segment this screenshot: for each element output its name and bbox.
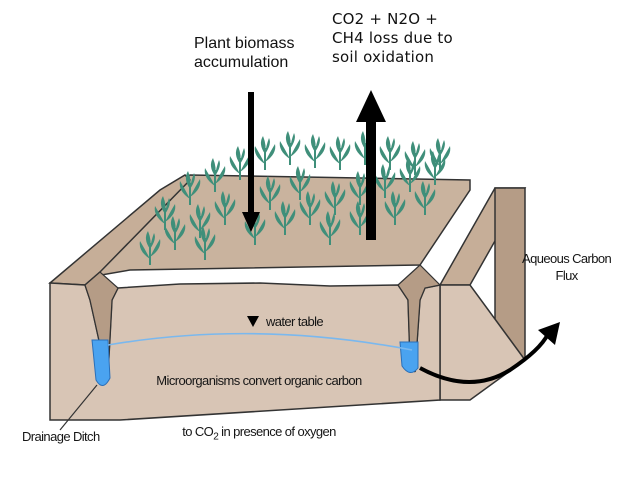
aqueous-flux-arrowhead-icon <box>538 322 560 345</box>
water-table-line <box>107 332 413 351</box>
plant-biomass-label: Plant biomass accumulation <box>194 35 295 71</box>
plant-icon <box>289 166 311 200</box>
plant-icon <box>384 191 406 225</box>
plant-icon <box>399 158 421 192</box>
microorganisms-line-2-suffix: in presence of oxygen <box>218 424 336 439</box>
biomass-arrowhead-icon <box>242 212 260 232</box>
plant-icon <box>374 164 396 198</box>
microorganisms-line-2: to CO2 in presence of oxygen <box>124 406 394 446</box>
plant-icon <box>424 151 446 185</box>
microorganisms-line-1: Microorganisms convert organic carbon <box>156 373 362 388</box>
plant-icon <box>179 171 201 205</box>
plant-icon <box>299 191 321 225</box>
plant-icon <box>404 141 426 175</box>
plant-icon <box>164 216 186 250</box>
right-ditch-water <box>399 341 419 373</box>
left-ditch-water <box>91 339 111 386</box>
plant-icon <box>379 136 401 170</box>
plant-group <box>139 131 451 265</box>
left-ditch-wall <box>84 271 119 376</box>
plant-icon <box>229 146 251 180</box>
aqueous-flux-label: Aqueous Carbon Flux <box>522 251 612 283</box>
right-ditch-wall <box>397 264 442 373</box>
plant-icon <box>279 131 301 165</box>
microorganisms-line-2-prefix: to CO <box>182 424 214 439</box>
plant-icon <box>319 211 341 245</box>
drainage-ditch-leader <box>59 384 98 431</box>
microorganisms-line-2-subscript: 2 <box>213 431 219 443</box>
plant-icon <box>194 226 216 260</box>
aqueous-flux-arrow-icon <box>419 333 550 384</box>
plant-icon <box>329 136 351 170</box>
microorganisms-label: Microorganisms convert organic carbon to… <box>124 355 394 463</box>
gas-loss-label: CO2 + N2O + CH4 loss due to soil oxidati… <box>332 10 453 66</box>
water-table-label: water table <box>266 314 324 329</box>
plant-icon <box>214 191 236 225</box>
plant-icon <box>254 136 276 170</box>
plant-icon <box>274 201 296 235</box>
plant-icon <box>259 176 281 210</box>
drainage-ditch-label: Drainage Ditch <box>22 429 100 444</box>
plant-icon <box>139 231 161 265</box>
gas-loss-arrowhead-icon <box>356 90 386 122</box>
plant-icon <box>349 201 371 235</box>
plant-icon <box>414 181 436 215</box>
plant-icon <box>204 158 226 192</box>
plant-icon <box>154 196 176 230</box>
plant-icon <box>324 181 346 215</box>
plant-icon <box>189 204 211 238</box>
water-table-marker-icon <box>247 316 259 327</box>
plant-icon <box>304 134 326 168</box>
